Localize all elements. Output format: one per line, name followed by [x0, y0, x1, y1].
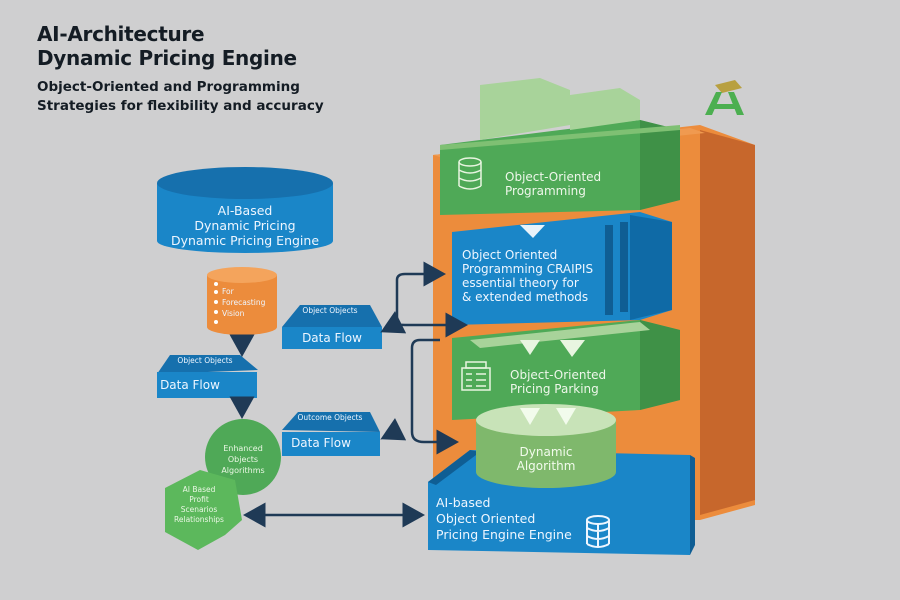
layer-oop-top [440, 78, 680, 215]
data-flow-box-2 [157, 355, 258, 398]
database-icon [458, 157, 482, 190]
logo-icon [705, 80, 744, 115]
database-line-3: Dynamic Pricing Engine [170, 233, 320, 248]
data-flow-3-label: Data Flow [291, 436, 351, 450]
orange-store-label: For Forecasting Vision [222, 286, 274, 319]
title-line-1: AI-Architecture [37, 22, 205, 46]
data-flow-2-label: Data Flow [160, 378, 220, 392]
ai-database-cylinder [157, 167, 333, 253]
algorithm-cylinder [476, 404, 616, 488]
layer-3-line-1: Object-Oriented [510, 368, 607, 382]
store-item: Vision [222, 309, 245, 318]
circle-line-1: Enhanced [223, 444, 263, 453]
hex-line-2: Profit [189, 495, 209, 504]
diagram-subtitle: Object-Oriented and Programming Strategi… [37, 78, 324, 116]
layer-1-line-2: Programming [505, 184, 586, 199]
layer-2-label: Object Oriented Programming CRAIPIS esse… [462, 248, 622, 304]
hex-line-4: Relationships [174, 515, 224, 524]
circle-line-3: Algorithms [221, 466, 265, 475]
layer-2-line-3: essential theory for [462, 276, 579, 290]
flow-arrows [229, 261, 468, 528]
database-line-1: AI-Based [217, 203, 273, 218]
layer-3-label: Object-Oriented Pricing Parking [510, 368, 640, 397]
green-hex-label: AI Based Profit Scenarios Relationships [163, 485, 235, 525]
base-line-3: Pricing Engine Engine [436, 527, 572, 542]
layer-pricing-green [452, 320, 680, 420]
data-flow-3-top: Outcome Objects [297, 413, 363, 422]
layer-3-line-2: Pricing Parking [510, 382, 599, 397]
title-line-2: Dynamic Pricing Engine [37, 46, 297, 70]
circle-line-2: Objects [227, 455, 259, 464]
database-icon [586, 515, 610, 548]
orange-store-cylinder [207, 267, 277, 335]
database-line-2: Dynamic Pricing [194, 218, 296, 233]
hex-line-3: Scenarios [180, 505, 218, 514]
layer-oop-blue [452, 212, 672, 325]
data-flow-box-1 [282, 305, 382, 349]
layer-2-line-1: Object Oriented [462, 248, 558, 262]
base-line-1: AI-based [436, 495, 491, 510]
subtitle-line-1: Object-Oriented and Programming [37, 79, 300, 95]
base-label: AI-based Object Oriented Pricing Engine … [436, 495, 586, 543]
base-line-2: Object Oriented [436, 511, 536, 526]
hex-line-1: AI Based [182, 485, 216, 494]
layer-2-line-2: Programming CRAIPIS [462, 262, 594, 276]
layer-2-line-4: & extended methods [462, 290, 589, 304]
green-hexagon [165, 470, 242, 550]
layer-1-line-1: Object-Oriented [505, 170, 602, 184]
algorithm-line-2: Algorithm [516, 459, 576, 474]
subtitle-line-2: Strategies for flexibility and accuracy [37, 98, 324, 114]
data-flow-box-3 [282, 412, 380, 456]
data-flow-2-top: Object Objects [177, 356, 233, 365]
database-label: AI-Based Dynamic Pricing Dynamic Pricing… [160, 203, 330, 248]
arrow-to-base [410, 338, 459, 455]
data-flow-1-top: Object Objects [302, 306, 358, 315]
register-icon [461, 361, 491, 391]
diagram-title: AI-Architecture Dynamic Pricing Engine [37, 22, 297, 70]
store-item: For [222, 287, 234, 296]
store-item: Forecasting [222, 298, 266, 307]
algorithm-label: Dynamic Algorithm [486, 445, 606, 474]
green-circle-label: Enhanced Objects Algorithms [210, 443, 276, 476]
green-circle [205, 419, 281, 495]
algorithm-line-1: Dynamic [519, 445, 573, 459]
data-flow-1-label: Data Flow [302, 331, 362, 345]
layer-1-label: Object-Oriented Programming [505, 170, 635, 199]
